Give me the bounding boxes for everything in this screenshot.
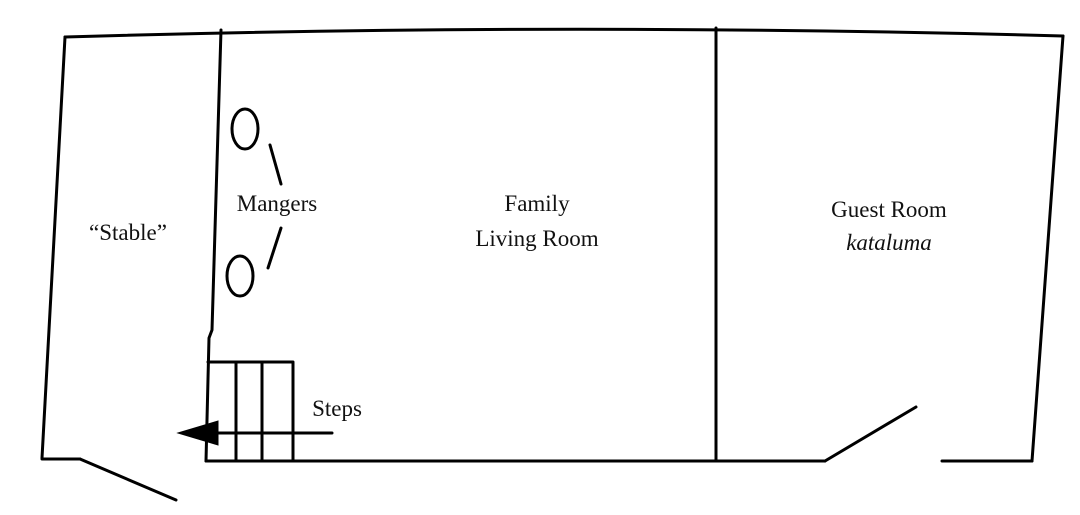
guest-room-label-line1: Guest Room: [831, 197, 947, 222]
manger-bottom: [225, 254, 255, 298]
steps-outline: [206, 360, 295, 463]
mangers-pointer-bottom: [266, 226, 283, 270]
manger-top: [230, 107, 260, 151]
living-room-label-line2: Living Room: [475, 226, 598, 251]
mangers-pointer-top: [268, 143, 283, 186]
roof-line: [63, 27, 1065, 39]
stable-label: “Stable”: [89, 220, 167, 245]
outer-wall-left: [40, 35, 67, 460]
partition-wall-stable: [204, 28, 223, 463]
guest-room-door: [823, 405, 918, 463]
mangers-label: Mangers: [237, 191, 318, 216]
steps-label: Steps: [312, 396, 362, 421]
steps-arrow-head: [176, 420, 219, 446]
outer-wall-right: [1030, 34, 1065, 463]
guest-room-label-line2: kataluma: [846, 230, 932, 255]
stable-door: [78, 457, 178, 502]
living-room-label-line1: Family: [504, 191, 570, 216]
